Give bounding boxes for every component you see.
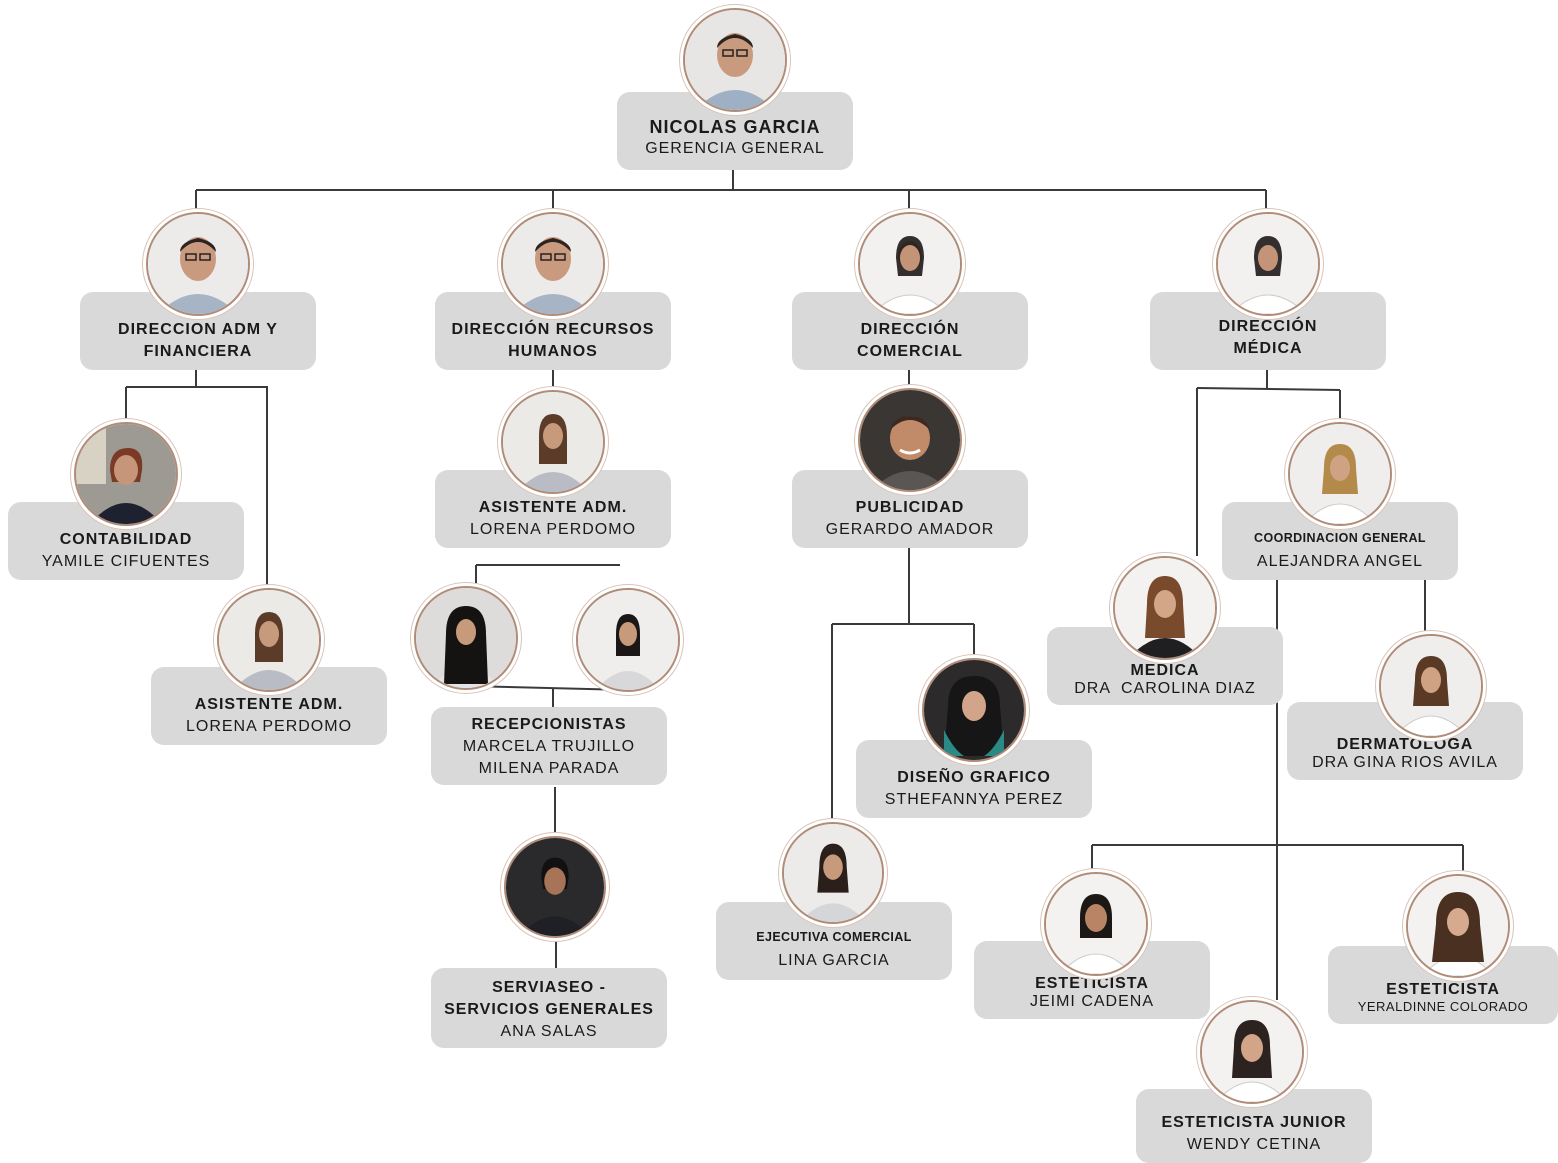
dermatologa-photo-icon — [1379, 634, 1483, 738]
recepcionista-1-name: MARCELA TRUJILLO — [462, 738, 636, 755]
ejecutiva-title: EJECUTIVA COMERCIAL — [756, 930, 912, 944]
diseno-name: STHEFANNYA PEREZ — [884, 791, 1064, 808]
esteticista-1-photo-icon — [1044, 872, 1148, 976]
recepcionistas-title: RECEPCIONISTAS — [471, 716, 627, 733]
serviaseo-name: ANA SALAS — [500, 1023, 598, 1040]
publicidad-name: GERARDO AMADOR — [825, 521, 995, 538]
medica-title: MEDICA — [1130, 662, 1200, 679]
contabilidad-title: CONTABILIDAD — [59, 531, 193, 548]
asistente-rrhh-title: ASISTENTE ADM. — [478, 499, 628, 516]
coordinacion-title: COORDINACION GENERAL — [1254, 531, 1426, 545]
esteticista-2-photo-icon — [1406, 874, 1510, 978]
dir-adm-title: DIRECCION ADM Y FINANCIERA — [118, 321, 278, 360]
esteticista-2-name: YERALDINNE COLORADO — [1357, 999, 1529, 1014]
ejecutiva-card: EJECUTIVA COMERCIAL LINA GARCIA — [716, 902, 952, 980]
ceo-photo-icon — [683, 8, 787, 112]
esteticista-junior-title: ESTETICISTA JUNIOR — [1161, 1114, 1347, 1131]
ceo-name: NICOLAS GARCIA — [649, 117, 821, 137]
coordinacion-name: ALEJANDRA ANGEL — [1256, 553, 1424, 570]
asistente-adm-name: LORENA PERDOMO — [185, 718, 353, 735]
diseno-photo-icon — [922, 658, 1026, 762]
publicidad-photo-icon — [858, 388, 962, 492]
esteticista-1-title: ESTETICISTA — [1035, 975, 1149, 992]
esteticista-junior-photo-icon — [1200, 1000, 1304, 1104]
asistente-rrhh-name: LORENA PERDOMO — [469, 521, 637, 538]
diseno-title: DISEÑO GRAFICO — [897, 769, 1051, 786]
recepcionista-1-photo-icon — [414, 586, 518, 690]
esteticista-junior-name: WENDY CETINA — [1186, 1136, 1322, 1153]
dir-adm-card: DIRECCION ADM Y FINANCIERA — [80, 292, 316, 370]
recepcionista-2-name: MILENA PARADA — [478, 760, 620, 777]
ejecutiva-name: LINA GARCIA — [778, 952, 890, 969]
serviaseo-card: SERVIASEO - SERVICIOS GENERALES ANA SALA… — [431, 968, 667, 1048]
medica-photo-icon — [1113, 556, 1217, 660]
dir-rrhh-title: DIRECCIÓN RECURSOS HUMANOS — [451, 321, 655, 360]
medica-name: DRA CAROLINA DIAZ — [1074, 680, 1256, 697]
recepcionistas-card: RECEPCIONISTAS MARCELA TRUJILLO MILENA P… — [431, 707, 667, 785]
esteticista-1-name: JEIMI CADENA — [1029, 993, 1154, 1010]
contabilidad-photo-icon — [74, 422, 178, 526]
serviaseo-photo-icon — [504, 836, 606, 938]
contabilidad-card: CONTABILIDAD YAMILE CIFUENTES — [8, 502, 244, 580]
dir-medica-photo-icon — [1216, 212, 1320, 316]
serviaseo-title-2: SERVICIOS GENERALES — [444, 1001, 654, 1018]
ceo-role: GERENCIA GENERAL — [645, 140, 825, 157]
coordinacion-photo-icon — [1288, 422, 1392, 526]
serviaseo-title-1: SERVIASEO - — [492, 979, 606, 996]
dir-comercial-title: DIRECCIÓN COMERCIAL — [857, 321, 963, 360]
publicidad-title: PUBLICIDAD — [855, 499, 965, 516]
ejecutiva-photo-icon — [782, 822, 884, 924]
dermatologa-name: DRA GINA RIOS AVILA — [1312, 754, 1498, 771]
dir-rrhh-photo-icon — [501, 212, 605, 316]
esteticista-2-title: ESTETICISTA — [1386, 981, 1500, 998]
coordinacion-card: COORDINACION GENERAL ALEJANDRA ANGEL — [1222, 502, 1458, 580]
dir-medica-title: DIRECCIÓN MÉDICA — [1218, 318, 1318, 357]
dermatologa-title: DERMATOLOGA — [1336, 736, 1474, 753]
dir-comercial-photo-icon — [858, 212, 962, 316]
asistente-adm-photo-icon — [217, 588, 321, 692]
asistente-adm-title: ASISTENTE ADM. — [194, 696, 344, 713]
contabilidad-name: YAMILE CIFUENTES — [41, 553, 211, 570]
dir-adm-photo-icon — [146, 212, 250, 316]
recepcionista-2-photo-icon — [576, 588, 680, 692]
asistente-rrhh-photo-icon — [501, 390, 605, 494]
